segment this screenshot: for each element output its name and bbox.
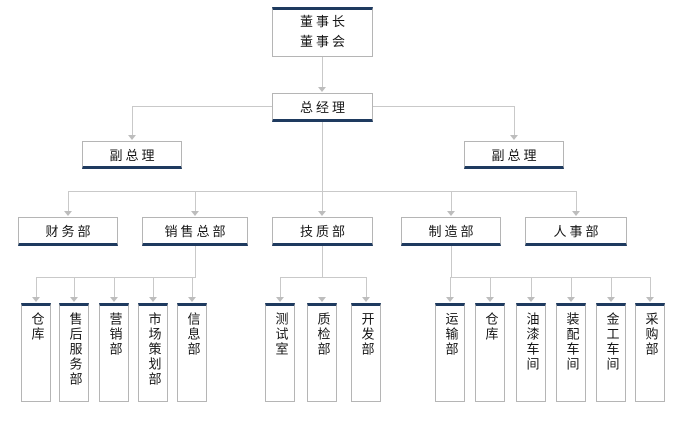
arrow-down-icon	[149, 297, 157, 302]
org-node-after-sales-service: 售后服务部	[59, 303, 89, 402]
arrow-down-icon	[318, 211, 326, 216]
connector-line	[576, 191, 577, 212]
connector-line	[451, 191, 452, 212]
org-node-metalwork-workshop: 金工车间	[596, 303, 626, 402]
org-node-transport-dept: 运输部	[435, 303, 465, 402]
connector-line	[68, 191, 576, 192]
arrow-down-icon	[527, 297, 535, 302]
arrow-down-icon	[486, 297, 494, 302]
connector-line	[195, 246, 196, 278]
org-node-quality-inspection-dept: 质检部	[307, 303, 337, 402]
connector-line	[132, 106, 272, 107]
node-label: 开发部	[358, 312, 374, 357]
connector-line	[611, 277, 612, 298]
arrow-down-icon	[318, 297, 326, 302]
connector-line	[450, 277, 451, 298]
org-node-sales-hq: 销售总部	[142, 217, 248, 246]
arrow-down-icon	[607, 297, 615, 302]
node-label: 测试室	[272, 312, 288, 357]
connector-line	[68, 191, 69, 212]
node-label: 副总理	[109, 148, 158, 164]
connector-line	[490, 277, 491, 298]
connector-line	[132, 106, 133, 136]
arrow-down-icon	[446, 297, 454, 302]
org-node-assembly-workshop: 装配车间	[556, 303, 586, 402]
connector-line	[650, 277, 651, 298]
node-label: 营销部	[106, 312, 122, 357]
node-label: 销售总部	[164, 225, 229, 240]
connector-line	[114, 277, 115, 298]
connector-line	[74, 277, 75, 298]
connector-line	[192, 277, 193, 298]
org-node-information-dept: 信息部	[177, 303, 207, 402]
node-label: 运输部	[442, 312, 458, 357]
connector-line	[280, 277, 281, 298]
org-node-deputy-left: 副总理	[82, 141, 182, 169]
connector-line	[322, 122, 323, 212]
arrow-down-icon	[188, 297, 196, 302]
arrow-down-icon	[110, 297, 118, 302]
arrow-down-icon	[70, 297, 78, 302]
node-label: 技质部	[299, 225, 348, 240]
org-node-tech-quality-dept: 技质部	[272, 217, 373, 246]
org-node-hr-dept: 人事部	[525, 217, 627, 246]
node-label: 采购部	[642, 312, 658, 357]
node-label: 质检部	[314, 312, 330, 357]
arrow-down-icon	[32, 297, 40, 302]
org-node-warehouse-mfg: 仓库	[475, 303, 505, 402]
arrow-down-icon	[510, 135, 518, 140]
org-node-manufacturing-dept: 制造部	[401, 217, 501, 246]
connector-line	[195, 191, 196, 212]
arrow-down-icon	[572, 211, 580, 216]
org-node-paint-workshop: 油漆车间	[516, 303, 546, 402]
org-node-test-room: 测试室	[265, 303, 295, 402]
connector-line	[531, 277, 532, 298]
arrow-down-icon	[191, 211, 199, 216]
node-label: 副总理	[491, 148, 540, 164]
org-node-finance-dept: 财务部	[18, 217, 118, 246]
node-label: 油漆车间	[523, 312, 539, 372]
node-label: 售后服务部	[66, 312, 82, 387]
connector-line	[36, 277, 196, 278]
connector-line	[322, 57, 323, 88]
connector-line	[450, 277, 651, 278]
connector-line	[372, 106, 514, 107]
org-node-development-dept: 开发部	[351, 303, 381, 402]
org-node-general-manager: 总经理	[272, 93, 373, 122]
connector-line	[36, 277, 37, 298]
node-label: 金工车间	[603, 312, 619, 372]
arrow-down-icon	[318, 87, 326, 92]
org-node-deputy-right: 副总理	[464, 141, 564, 169]
org-node-chairman: 董事长 董事会	[272, 7, 373, 57]
connector-line	[571, 277, 572, 298]
arrow-down-icon	[128, 135, 136, 140]
arrow-down-icon	[447, 211, 455, 216]
connector-line	[153, 277, 154, 298]
node-label: 董事会	[299, 35, 348, 50]
arrow-down-icon	[64, 211, 72, 216]
node-label: 董事长	[299, 15, 348, 30]
node-label: 总经理	[299, 101, 348, 116]
connector-line	[322, 246, 323, 278]
node-label: 仓库	[28, 312, 44, 342]
connector-line	[451, 246, 452, 278]
org-node-purchasing-dept: 采购部	[635, 303, 665, 402]
node-label: 装配车间	[563, 312, 579, 372]
org-node-warehouse-sales: 仓库	[21, 303, 51, 402]
org-node-marketing-dept: 营销部	[99, 303, 129, 402]
arrow-down-icon	[276, 297, 284, 302]
node-label: 制造部	[428, 225, 477, 240]
arrow-down-icon	[362, 297, 370, 302]
node-label: 市场策划部	[145, 312, 161, 387]
node-label: 财务部	[45, 225, 94, 240]
node-label: 信息部	[184, 312, 200, 357]
connector-line	[366, 277, 367, 298]
node-label: 人事部	[553, 225, 602, 240]
arrow-down-icon	[567, 297, 575, 302]
connector-line	[514, 106, 515, 136]
arrow-down-icon	[646, 297, 654, 302]
node-label: 仓库	[482, 312, 498, 342]
org-node-market-planning-dept: 市场策划部	[138, 303, 168, 402]
connector-line	[280, 277, 366, 278]
